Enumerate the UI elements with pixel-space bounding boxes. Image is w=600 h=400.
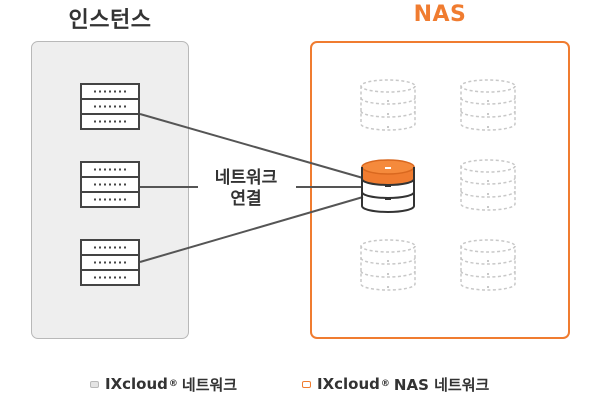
database-icon [361,159,415,213]
network-connection-label-line1: 네트워크 [214,168,278,188]
server-icon [80,161,140,208]
legend-brand: IXcloud [317,375,380,393]
nas-title: NAS [413,2,467,27]
server-icon [80,239,140,286]
network-connection-label-line2: 연결 [230,189,262,209]
registered-mark: ® [380,379,390,389]
database-icon [460,239,516,291]
connection-line-bottom [139,196,364,263]
legend-item-nas-network: IXcloud® NAS 네트워크 [302,373,489,395]
server-icon [80,83,140,130]
legend-item-network: IXcloud® 네트워크 [90,373,237,395]
legend-brand: IXcloud [105,375,168,393]
connection-line-top [139,113,364,179]
legend-swatch-orange [302,380,311,388]
database-icon [360,79,416,131]
nas-panel [310,41,570,339]
instances-title: 인스턴스 [68,8,152,33]
database-icon [460,79,516,131]
legend-label: 네트워크 [181,375,238,394]
network-connection-label: 네트워크 연결 [198,168,294,210]
legend-swatch-gray [90,380,99,388]
legend-label: NAS 네트워크 [393,375,490,394]
database-icon [460,159,516,211]
registered-mark: ® [168,379,178,389]
database-icon [360,239,416,291]
